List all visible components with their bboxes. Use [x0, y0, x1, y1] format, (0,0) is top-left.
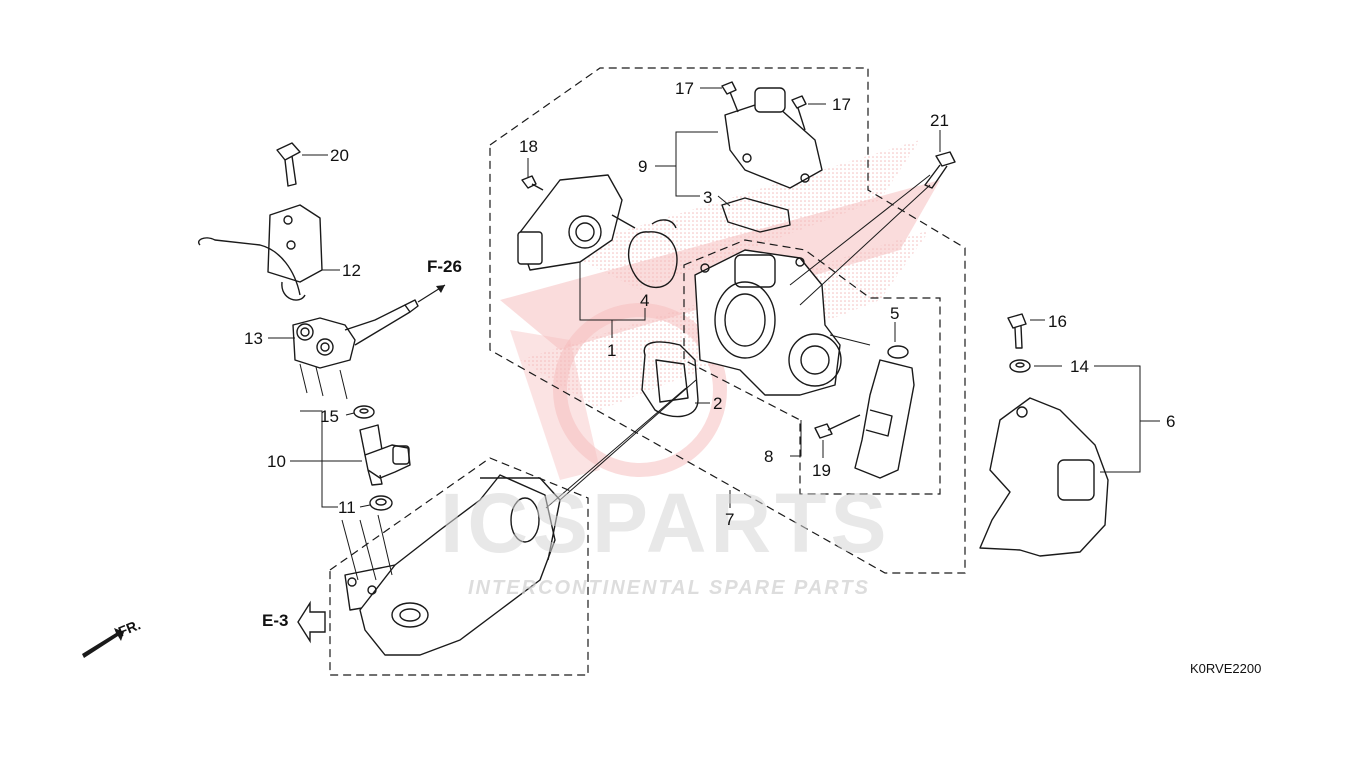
callout-11[interactable]: 11	[338, 498, 356, 517]
watermark-brand: ICSPARTS	[440, 476, 891, 570]
front-direction-arrow	[82, 628, 124, 658]
diagram-code: K0RVE2200	[1190, 661, 1262, 676]
idle-air-control-valve-9[interactable]	[724, 87, 823, 189]
callout-10[interactable]: 10	[267, 452, 286, 471]
bolt-17-left[interactable]	[721, 81, 739, 113]
cover-6[interactable]	[979, 397, 1109, 557]
callout-16[interactable]: 16	[1048, 312, 1067, 331]
callout-14[interactable]: 14	[1070, 357, 1089, 376]
intake-insulator[interactable]	[344, 474, 561, 656]
callout-19[interactable]: 19	[812, 461, 831, 480]
group-outline-throttle-body-assy	[489, 67, 966, 574]
screw-18[interactable]	[521, 175, 544, 191]
sensor-bracket-12[interactable]	[198, 204, 323, 301]
callout-17-left[interactable]: 17	[675, 79, 694, 98]
fuel-injector-10[interactable]	[359, 424, 411, 486]
bolt-17-right[interactable]	[791, 95, 807, 131]
washer-15[interactable]	[353, 405, 375, 419]
bolt-20[interactable]	[276, 142, 301, 187]
washer-14[interactable]	[1009, 359, 1031, 373]
callout-5[interactable]: 5	[890, 304, 900, 323]
callout-4[interactable]: 4	[640, 291, 650, 310]
callout-15[interactable]: 15	[320, 407, 339, 426]
bracket-5[interactable]	[854, 345, 915, 479]
bolt-21[interactable]	[924, 151, 956, 189]
watermark-tagline: INTERCONTINENTAL SPARE PARTS	[468, 577, 870, 599]
gasket-2[interactable]	[641, 341, 699, 418]
callout-12[interactable]: 12	[342, 261, 361, 280]
ref-e3[interactable]: E-3	[262, 611, 289, 630]
callout-3[interactable]: 3	[703, 188, 713, 207]
group-outline-insulator	[329, 457, 589, 676]
callout-13[interactable]: 13	[244, 329, 263, 348]
gasket-3[interactable]	[721, 197, 791, 233]
arrow-f26	[417, 284, 446, 303]
callout-6[interactable]: 6	[1166, 412, 1176, 431]
callout-7[interactable]: 7	[725, 510, 735, 529]
screw-19[interactable]	[814, 414, 861, 439]
seal-ring-11[interactable]	[369, 495, 393, 511]
ref-f26[interactable]: F-26	[427, 257, 462, 276]
throttle-body-8[interactable]	[694, 249, 842, 396]
group-outline-sensor-sub	[683, 239, 941, 495]
callout-18[interactable]: 18	[519, 137, 538, 156]
callout-21[interactable]: 21	[930, 111, 949, 130]
callout-9[interactable]: 9	[638, 157, 648, 176]
callout-20[interactable]: 20	[330, 146, 349, 165]
map-sensor-13[interactable]	[292, 299, 419, 369]
callout-2[interactable]: 2	[713, 394, 723, 413]
o-ring-4[interactable]	[627, 219, 678, 289]
callout-8[interactable]: 8	[764, 447, 774, 466]
callout-1[interactable]: 1	[607, 341, 617, 360]
bolt-16[interactable]	[1007, 313, 1027, 349]
leader-lines	[268, 87, 1160, 581]
throttle-position-sensor-1[interactable]	[517, 174, 636, 271]
arrow-e3[interactable]	[297, 600, 326, 644]
callout-17-right[interactable]: 17	[832, 95, 851, 114]
